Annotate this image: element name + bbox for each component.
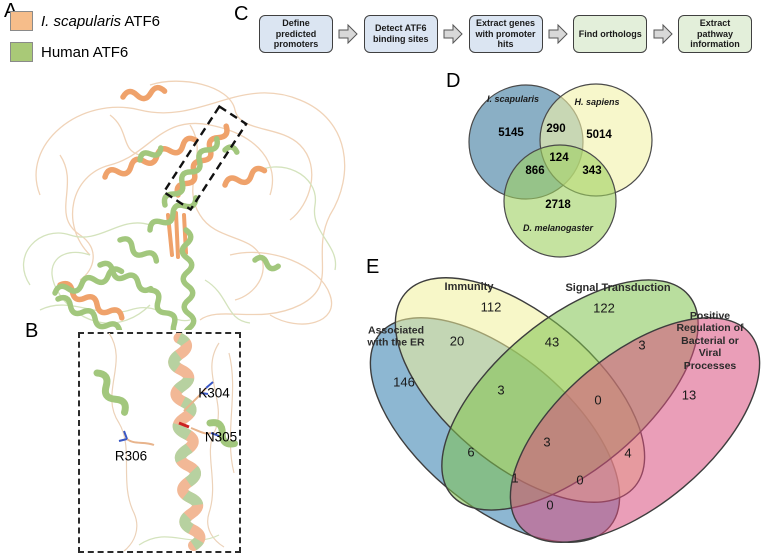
- venn3-circle-dmelanogaster: [503, 144, 617, 258]
- legend-item-human: Human ATF6: [10, 42, 160, 62]
- flow-step-define-promoters: Define predicted promoters: [259, 15, 333, 53]
- legend-item-label: Human ATF6: [41, 43, 129, 61]
- venn4-set-label-immunity: Immunity: [444, 281, 494, 293]
- flow-arrow-icon: [443, 23, 463, 45]
- panel-b-zoom-box: [78, 332, 241, 553]
- residue-label-k304: K304: [198, 385, 230, 401]
- structure-legend: I. scapularis ATF6 Human ATF6: [10, 11, 160, 73]
- panel-d-label: D: [446, 70, 461, 92]
- venn3-count-iscapularis-only: 5145: [498, 127, 524, 139]
- venn4-set-label-er: Associated with the ER: [367, 324, 425, 349]
- flow-arrow-icon: [338, 23, 359, 45]
- venn4-count-immunity-positive: 4: [624, 445, 632, 461]
- panel-b-loops: [108, 333, 235, 552]
- central-helix: [168, 333, 206, 551]
- flow-arrow-icon: [548, 23, 568, 45]
- venn3-count-hsapiens-only: 5014: [586, 129, 612, 141]
- venn3-set-label-iscapularis: I. scapularis: [486, 94, 540, 104]
- venn4-count-immunity-signal: 43: [544, 334, 560, 350]
- venn3-count-dmelanogaster-only: 2718: [545, 199, 571, 211]
- highlight-region-box: [162, 104, 248, 212]
- venn4-count-er-signal: 6: [467, 444, 475, 460]
- residue-label-n305: N305: [204, 429, 238, 445]
- venn4-count-immunity-signal-positive: 0: [594, 392, 602, 408]
- venn4-count-er-immunity: 20: [449, 333, 465, 349]
- flow-step-find-orthologs: Find orthologs: [573, 15, 648, 53]
- venn3-diagram: [468, 83, 653, 258]
- venn3-count-is-hs: 290: [546, 123, 566, 135]
- venn4-count-er-positive: 0: [546, 497, 554, 513]
- venn3-set-label-hsapiens: H. sapiens: [574, 97, 620, 107]
- iscapularis-color-swatch: [10, 11, 33, 31]
- panel-c-label: C: [234, 3, 249, 25]
- residue-label-r306: R306: [114, 448, 148, 464]
- iscapularis-helices: [57, 84, 268, 321]
- venn4-count-positive-only: 13: [681, 387, 697, 403]
- venn4-diagram: [369, 277, 761, 543]
- venn4-count-er-immunity-positive: 0: [576, 472, 584, 488]
- venn3-set-label-dmelanogaster: D. melanogaster: [522, 223, 594, 233]
- venn4-count-signal-only: 122: [593, 300, 615, 316]
- residue-sticks: [118, 381, 220, 446]
- venn4-count-er-immunity-signal: 3: [497, 382, 505, 398]
- zoomed-helix-view: [93, 333, 239, 552]
- venn4-count-all-four: 3: [543, 434, 551, 450]
- venn4-count-immunity-only: 112: [480, 299, 502, 315]
- venn4-set-label-positive-reg: Positive Regulation of Bacterial or Vira…: [676, 310, 744, 372]
- panel-e-label: E: [366, 256, 380, 278]
- venn4-count-signal-positive: 3: [638, 337, 646, 353]
- venn4-count-er-signal-positive: 1: [511, 470, 519, 486]
- flow-step-extract-genes: Extract genes with promoter hits: [468, 15, 543, 53]
- venn3-count-all: 124: [549, 152, 569, 164]
- legend-item-iscapularis: I. scapularis ATF6: [10, 11, 160, 31]
- venn3-count-hs-dm: 343: [582, 165, 602, 177]
- venn3-count-is-dm: 866: [525, 165, 545, 177]
- pipeline-flowchart: Define predicted promoters Detect ATF6 b…: [259, 13, 752, 55]
- panel-b-label: B: [25, 320, 39, 342]
- human-helices: [52, 136, 281, 330]
- flow-step-detect-binding-sites: Detect ATF6 binding sites: [363, 15, 438, 53]
- flow-step-pathway-info: Extract pathway information: [678, 15, 752, 53]
- human-color-swatch: [10, 42, 33, 62]
- venn4-ellipse-positive-reg: [509, 317, 761, 543]
- venn4-count-er-only: 146: [393, 374, 415, 390]
- protein-loops: [23, 80, 346, 325]
- flow-arrow-icon: [653, 23, 673, 45]
- protein-structure-overlay: [23, 80, 346, 330]
- legend-item-label: I. scapularis ATF6: [41, 12, 160, 30]
- venn4-set-label-signal: Signal Transduction: [565, 282, 671, 294]
- side-ribbons: [93, 369, 239, 448]
